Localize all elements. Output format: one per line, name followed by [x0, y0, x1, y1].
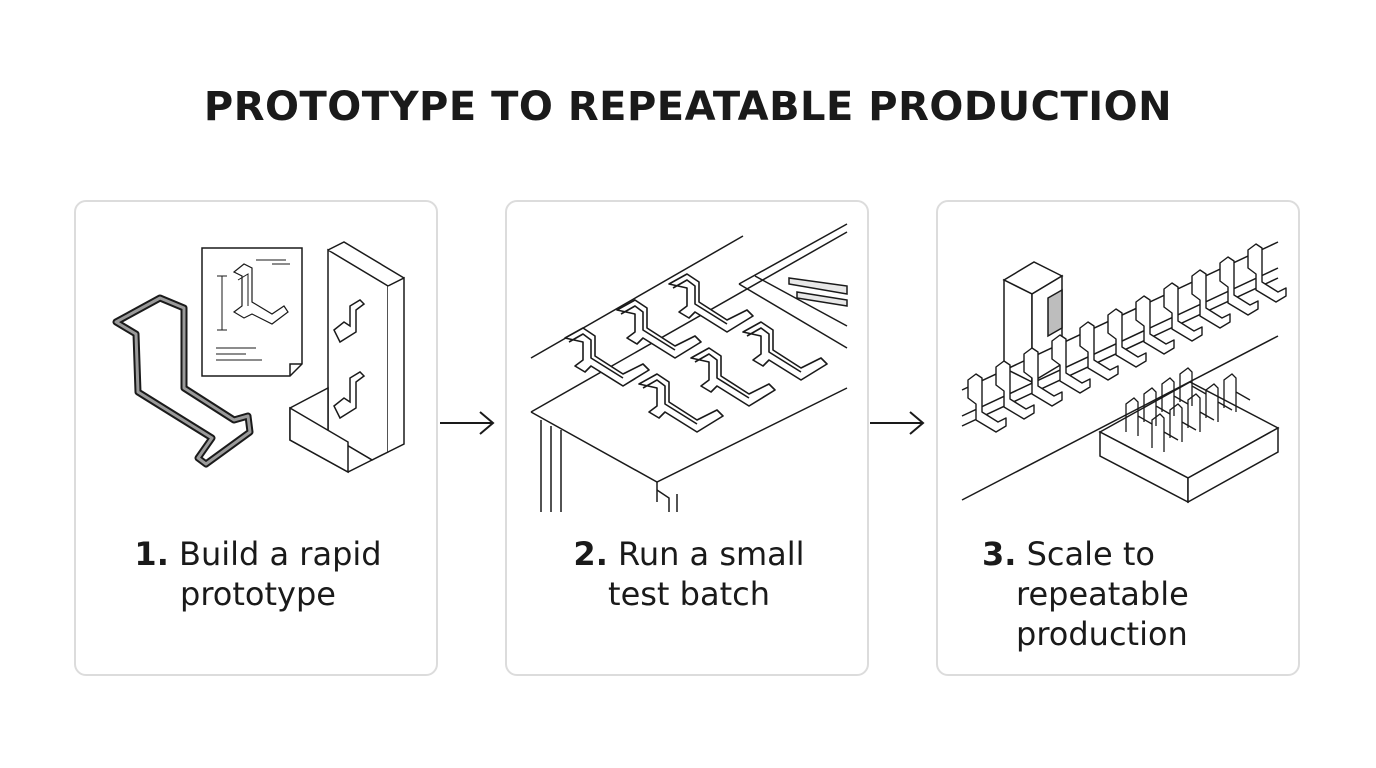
production-line-illustration [961, 241, 1287, 504]
step-number: 1. [134, 535, 169, 573]
conveyor-parts-row-icon [967, 243, 1287, 433]
step-number: 2. [573, 535, 608, 573]
step-number: 3. [982, 535, 1017, 573]
page-title: PROTOTYPE TO REPEATABLE PRODUCTION [203, 84, 1173, 130]
step-card-prototype: 1. Build a rapid prototype [74, 200, 438, 676]
step-caption: 1. Build a rapid prototype [76, 534, 440, 614]
step-label-line2: prototype [180, 575, 336, 613]
step-label-line3: production [1016, 615, 1188, 653]
pencil-icon [788, 277, 848, 307]
test-batch-illustration [530, 223, 848, 512]
wire-parts-batch-icon [564, 273, 828, 433]
prototype-illustration [112, 241, 405, 474]
bent-wire-prototype-icon [112, 294, 254, 468]
step-card-test-batch: 2. Run a small test batch [505, 200, 869, 676]
step-label-line1: Build a rapid [179, 535, 382, 573]
step-label-line2: repeatable [1016, 575, 1189, 613]
step-caption: 2. Run a small test batch [507, 534, 871, 614]
arrow-right-icon [870, 411, 925, 435]
blueprint-drawing-icon [201, 247, 303, 377]
step-label-line1: Scale to [1026, 535, 1155, 573]
display-stand-icon [289, 241, 405, 474]
parts-bin-icon [1098, 367, 1280, 504]
step-label-line1: Run a small [618, 535, 805, 573]
step-caption: 3. Scale to repeatable production [982, 534, 1282, 654]
arrow-right-icon [440, 411, 495, 435]
step-label-line2: test batch [608, 575, 770, 613]
step-card-production: 3. Scale to repeatable production [936, 200, 1300, 676]
